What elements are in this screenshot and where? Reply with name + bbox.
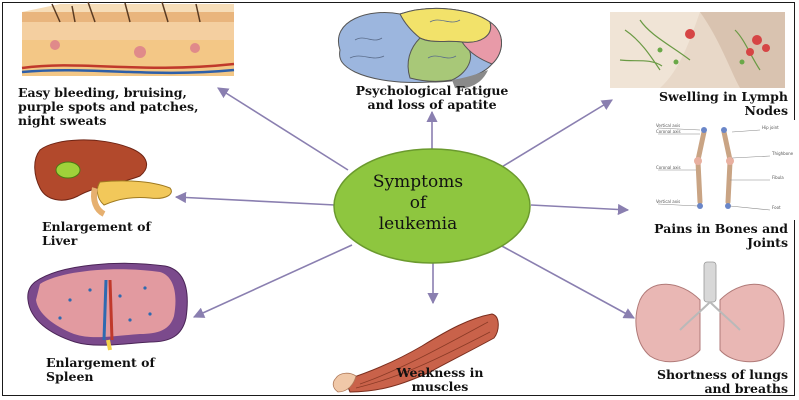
- symptom-label-lymph: Swelling in Lymph Nodes: [590, 90, 788, 118]
- liver-line1: Enlargement of: [42, 220, 151, 234]
- symptom-label-muscle: Weakness in muscles: [380, 366, 500, 394]
- symptom-label-bones: Pains in Bones and Joints: [590, 222, 788, 250]
- lymph-nodes-illustration: [610, 12, 785, 88]
- bones-line1: Pains in Bones and: [590, 222, 788, 236]
- symptom-label-skin: Easy bleeding, bruising, purple spots an…: [18, 86, 198, 128]
- arrow-to-lungs: [500, 245, 634, 318]
- center-title-line3: leukemia: [336, 214, 500, 235]
- center-title-line2: of: [336, 193, 500, 214]
- skin-line2: purple spots and patches,: [18, 100, 198, 114]
- svg-text:Foot: Foot: [772, 205, 781, 210]
- lymph-line2: Nodes: [590, 104, 788, 118]
- svg-text:Hip joint: Hip joint: [762, 125, 779, 130]
- symptom-label-spleen: Enlargement of Spleen: [46, 356, 155, 384]
- liver-illustration: [35, 140, 172, 214]
- arrow-to-skin: [218, 88, 348, 170]
- arrow-to-bones: [531, 205, 628, 210]
- arrow-to-liver: [176, 197, 335, 205]
- symptom-label-liver: Enlargement of Liver: [42, 220, 151, 248]
- svg-text:Vertical axis: Vertical axis: [656, 199, 680, 204]
- muscle-line2: muscles: [380, 380, 500, 394]
- spleen-line1: Enlargement of: [46, 356, 155, 370]
- symptom-label-lungs: Shortness of lungs and breaths: [590, 368, 788, 396]
- symptom-label-brain: Psychological Fatigue and loss of apatit…: [332, 84, 532, 112]
- bones-joints-illustration: Vertical axisCoronal axis Coronal axisHi…: [646, 120, 796, 220]
- spleen-illustration: [28, 263, 187, 350]
- muscle-line1: Weakness in: [380, 366, 500, 380]
- svg-text:Thighbone: Thighbone: [771, 151, 794, 156]
- bones-line2: Joints: [590, 236, 788, 250]
- skin-layers-illustration: [22, 2, 234, 76]
- arrow-to-spleen: [194, 245, 352, 317]
- brain-line2: and loss of apatite: [332, 98, 532, 112]
- center-title-line1: Symptoms: [336, 172, 500, 193]
- svg-text:Coronal axis: Coronal axis: [656, 129, 681, 134]
- brain-illustration: [338, 8, 501, 88]
- center-title: Symptoms of leukemia: [336, 172, 500, 235]
- svg-text:Vertical axis: Vertical axis: [656, 123, 680, 128]
- svg-text:Coronal axis: Coronal axis: [656, 165, 681, 170]
- lungs-illustration: [636, 262, 784, 362]
- skin-line1: Easy bleeding, bruising,: [18, 86, 198, 100]
- lymph-line1: Swelling in Lymph: [590, 90, 788, 104]
- skin-line3: night sweats: [18, 114, 198, 128]
- lungs-line2: and breaths: [590, 382, 788, 396]
- svg-text:Fibula: Fibula: [772, 175, 784, 180]
- liver-line2: Liver: [42, 234, 151, 248]
- brain-line1: Psychological Fatigue: [332, 84, 532, 98]
- spleen-line2: Spleen: [46, 370, 155, 384]
- lungs-line1: Shortness of lungs: [590, 368, 788, 382]
